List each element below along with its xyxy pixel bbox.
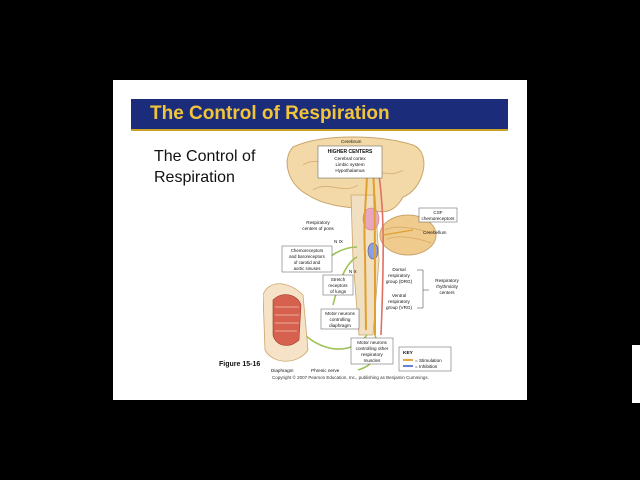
stretch-label-line: receptors — [328, 283, 348, 288]
stretch-label-line: of lungs — [330, 289, 347, 294]
slide: The Control of Respiration The Control o… — [113, 80, 527, 400]
key-inhibition: = Inhibition — [415, 364, 438, 369]
pons-label-line: Respiratory — [306, 220, 330, 225]
cerebellum-label: Cerebellum — [423, 230, 447, 235]
vrg-label-line: Ventral — [392, 293, 406, 298]
chemo-label-line: and baroreceptors — [289, 254, 325, 259]
key-box — [398, 346, 452, 372]
motor-diaphragm-label-line: Motor neurons — [325, 311, 355, 316]
higher-center-item: Cerebral cortex — [334, 156, 366, 161]
drg-label-line: respiratory — [388, 273, 410, 278]
cerebrum-label: Cerebrum — [341, 139, 362, 144]
slide-title: The Control of Respiration — [150, 103, 390, 124]
rhythmicity-label-line: centers — [439, 290, 455, 295]
drg-label-line: group (DRG) — [386, 279, 413, 284]
chemo-label-line: of carotid and — [294, 260, 321, 265]
cerebellum-illustration — [379, 214, 437, 256]
rhythmicity-label-line: rhythmicity — [436, 284, 459, 289]
motor-diaphragm-label-line: diaphragm — [329, 323, 351, 328]
title-bar: The Control of Respiration — [131, 99, 508, 131]
key-stimulation: = Stimulation — [415, 358, 442, 363]
n-x-label: N X — [349, 269, 357, 274]
chemo-label-line: Chemoreceptors — [291, 248, 324, 253]
higher-center-item: Limbic system — [335, 162, 364, 167]
csf-label-line: chemoreceptors — [422, 216, 456, 221]
vrg-label-line: group (VRG) — [386, 305, 413, 310]
phrenic-nerve-label: Phrenic nerve — [311, 368, 340, 373]
diaphragm-label: Diaphragm — [271, 368, 294, 373]
key-title: KEY — [403, 350, 414, 356]
stretch-label-line: Stretch — [331, 277, 346, 282]
motor-other-label-line: controlling other — [356, 346, 389, 351]
figure-label: Figure 15-16 — [219, 361, 261, 368]
rhythmicity-label-line: Respiratory — [435, 278, 459, 283]
copyright-notice: Copyright © 2007 Pearson Education, Inc.… — [272, 375, 429, 380]
motor-diaphragm-label-line: controlling — [330, 317, 351, 322]
higher-center-item: Hypothalamus — [335, 168, 365, 173]
chemo-label-line: aortic sinuses — [294, 266, 322, 271]
respiration-diagram: HIGHER CENTERS Cerebral cortex Limbic sy… — [263, 136, 459, 373]
drg-label-line: Dorsal — [392, 267, 405, 272]
csf-label-line: CSF — [433, 210, 442, 215]
higher-centers-title: HIGHER CENTERS — [328, 149, 373, 155]
diaphragm-muscle — [272, 294, 302, 346]
n-ix-label: N IX — [334, 239, 343, 244]
motor-other-label-line: respiratory — [361, 352, 383, 357]
vrg-label-line: respiratory — [388, 299, 410, 304]
pons-label-line: centers of pons — [302, 226, 334, 231]
motor-other-label-line: muscles — [364, 358, 382, 363]
slide-subtitle: The Control of Respiration — [154, 148, 256, 186]
motor-other-label-line: Motor neurons — [357, 340, 387, 345]
partial-window-edge — [632, 345, 640, 403]
